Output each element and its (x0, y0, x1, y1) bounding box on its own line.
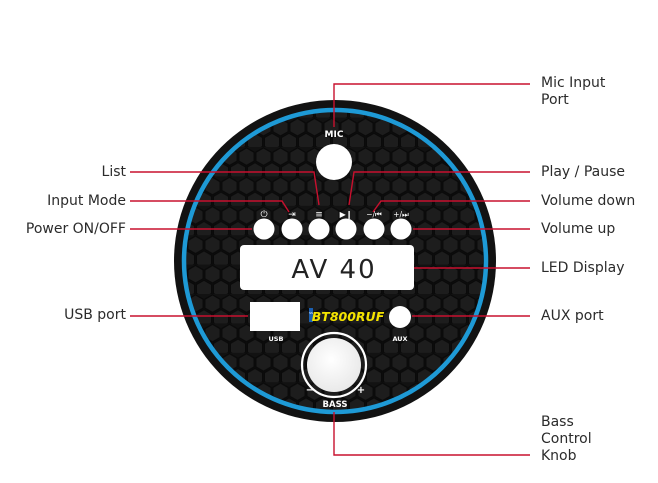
leader-bass (333, 412, 530, 456)
usb-port[interactable] (250, 302, 300, 331)
input-mode-icon: ⇥ (288, 210, 296, 220)
leader-mic (333, 83, 530, 127)
callout-lines (130, 83, 530, 456)
callout-volume-down: Volume down (541, 193, 636, 209)
mic-label: MIC (325, 130, 344, 140)
volume-up-button[interactable] (390, 218, 412, 240)
leader-list (130, 171, 320, 206)
leader-input-mode (130, 200, 290, 213)
bass-plus-label: + (357, 385, 365, 396)
volume-down-button[interactable] (363, 218, 385, 240)
callout-usb-port: USB port (64, 307, 126, 323)
bass-label: BASS (323, 400, 348, 410)
aux-port[interactable] (389, 306, 411, 328)
callout-bass-control-knob: Bass Control Knob (541, 414, 592, 464)
bass-minus-label: − (306, 385, 314, 396)
aux-label: AUX (392, 335, 407, 343)
callout-input-mode: Input Mode (47, 193, 126, 209)
list-icon: ≡ (315, 210, 323, 220)
mic-input-port[interactable] (316, 144, 352, 180)
list-button[interactable] (308, 218, 330, 240)
callout-list: List (101, 164, 126, 180)
leader-volume-down (372, 200, 530, 213)
bass-control-knob[interactable] (307, 338, 361, 392)
volume-up-icon: +/⏭ (393, 210, 409, 219)
usb-label: USB (269, 335, 284, 343)
bass-knob-ring (300, 331, 368, 399)
model-badge-prefix: SS (309, 311, 313, 315)
power-button[interactable] (253, 218, 275, 240)
callout-power: Power ON/OFF (25, 221, 126, 237)
blue-accent-ring (181, 107, 489, 415)
callout-mic-input-port: Mic Input Port (541, 75, 606, 108)
callout-aux-port: AUX port (541, 308, 604, 324)
play-pause-icon: ▶❙ (340, 210, 353, 219)
power-icon: ⏻ (260, 209, 267, 220)
callout-led-display: LED Display (541, 260, 625, 276)
led-display-text: AV 40 (291, 255, 376, 285)
callout-volume-up: Volume up (541, 221, 616, 237)
model-badge-text: BT800RUF (312, 309, 385, 324)
model-badge: SS BT800RUF (309, 308, 385, 324)
input-mode-button[interactable] (281, 218, 303, 240)
control-button-row: ⏻ ⇥ ≡ ▶❙ −/⏮ +/⏭ (253, 209, 412, 240)
leader-play-pause (348, 171, 530, 206)
led-display (240, 245, 414, 290)
play-pause-button[interactable] (335, 218, 357, 240)
volume-down-icon: −/⏮ (366, 210, 382, 219)
callout-play-pause: Play / Pause (541, 164, 625, 180)
